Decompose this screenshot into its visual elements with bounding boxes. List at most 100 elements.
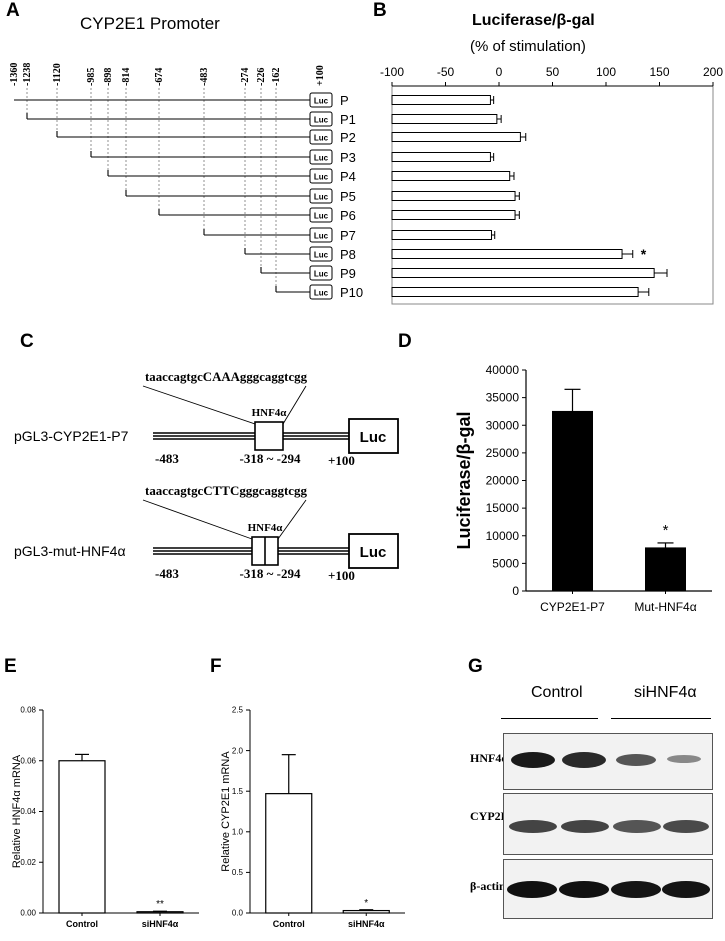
construct-label: P6 [340,208,356,223]
luc-box [309,92,333,108]
construct-label: pGL3-mut-HNF4α [14,543,126,559]
y-tick-label: 0.06 [20,756,36,765]
y-tick-label: 35000 [486,391,520,405]
y-tick-label: 1.0 [232,827,244,836]
y-tick-label: 2.0 [232,746,244,755]
construct-label: P7 [340,228,356,243]
y-tick-label: 10000 [486,529,520,543]
luc-label: Luc [314,134,329,143]
band [611,881,661,898]
band [561,820,609,833]
y-tick-label: 0.00 [20,909,36,918]
site-range: -318 ~ -294 [240,451,301,466]
x-tick-label: -100 [380,65,404,79]
construct-label: P2 [340,130,356,145]
position-label: +100 [315,65,326,86]
band [559,881,609,898]
luc-label: Luc [314,270,329,279]
luc-label: Luc [314,193,329,202]
blot-row-label-hnf4a: HNF4α [470,751,509,765]
end-position: +100 [328,453,355,468]
blot-beta-actin [503,859,713,919]
position-label: -985 [86,68,97,86]
luc-box [309,188,333,204]
band [511,752,555,768]
luc-box [309,168,333,184]
callout-line [142,385,256,425]
luc-label: Luc [314,232,329,241]
sihnf4a-bracket-line [611,718,711,719]
construct-label: P [340,93,349,108]
start-position: -483 [155,566,179,581]
panel-letter-g: G [468,656,483,677]
position-label: -483 [199,68,210,86]
luc-box [309,207,333,223]
position-label: -1120 [52,63,63,86]
construct-label: P5 [340,189,356,204]
significance-marker: * [641,246,647,262]
luc-box [348,418,399,454]
x-tick-label: 0 [496,65,503,79]
panel-b-title: Luciferase/β-gal [472,12,595,29]
panel-b-subtitle: (% of stimulation) [470,38,586,55]
sequence: taaccagtgcCAAAgggcaggtcgg [145,369,307,384]
y-tick-label: 25000 [486,446,520,460]
category-label: Control [273,919,305,929]
bar [342,909,390,914]
blot-row-label-beta-actin: β-actin [470,879,506,893]
construct-label: pGL3-CYP2E1-P7 [14,428,129,444]
y-axis-label: Relative CYP2E1 mRNA [220,751,232,872]
luc-box [309,265,333,281]
x-tick-label: 200 [703,65,723,79]
y-tick-label: 0.0 [232,909,244,918]
luc-label: Luc [314,289,329,298]
position-label: -274 [240,68,251,86]
band [509,820,557,833]
construct-label: P1 [340,112,356,127]
position-label: -226 [256,68,267,86]
blot-hnf4a [503,733,713,790]
start-position: -483 [155,451,179,466]
y-tick-label: 1.5 [232,787,244,796]
blot-group-control: Control [531,684,583,701]
panel-letter-b: B [373,0,387,21]
category-label: siHNF4α [142,919,179,929]
site-label: HNF4α [248,522,284,534]
sequence: taaccagtgcCTTCgggcaggtcgg [145,483,307,498]
luc-label: Luc [314,173,329,182]
position-label: -162 [271,68,282,86]
panel-letter-d: D [398,331,412,352]
site-range: -318 ~ -294 [240,566,301,581]
band [663,820,709,833]
y-tick-label: 0 [512,584,519,598]
luc-label: Luc [314,251,329,260]
luc-box [309,129,333,145]
significance-marker: * [663,522,669,539]
band [562,752,606,768]
luc-box [348,533,399,569]
construct-label: P4 [340,169,356,184]
y-tick-label: 0.04 [20,807,36,816]
construct-label: P8 [340,247,356,262]
y-tick-label: 20000 [486,474,520,488]
panel-letter-a: A [6,0,20,21]
bar [265,793,313,914]
construct-label: P9 [340,266,356,281]
y-axis-label: Luciferase/β-gal [454,411,474,549]
position-label: -898 [103,68,114,86]
category-label: Control [66,919,98,929]
band [613,820,661,833]
panel-letter-e: E [4,656,17,677]
luc-box [309,284,333,300]
y-tick-label: 30000 [486,418,520,432]
callout-line [277,499,307,540]
hnf4a-site-box [254,421,284,451]
y-tick-label: 2.5 [232,706,244,715]
position-label: -814 [121,68,132,86]
y-tick-label: 0.02 [20,858,36,867]
